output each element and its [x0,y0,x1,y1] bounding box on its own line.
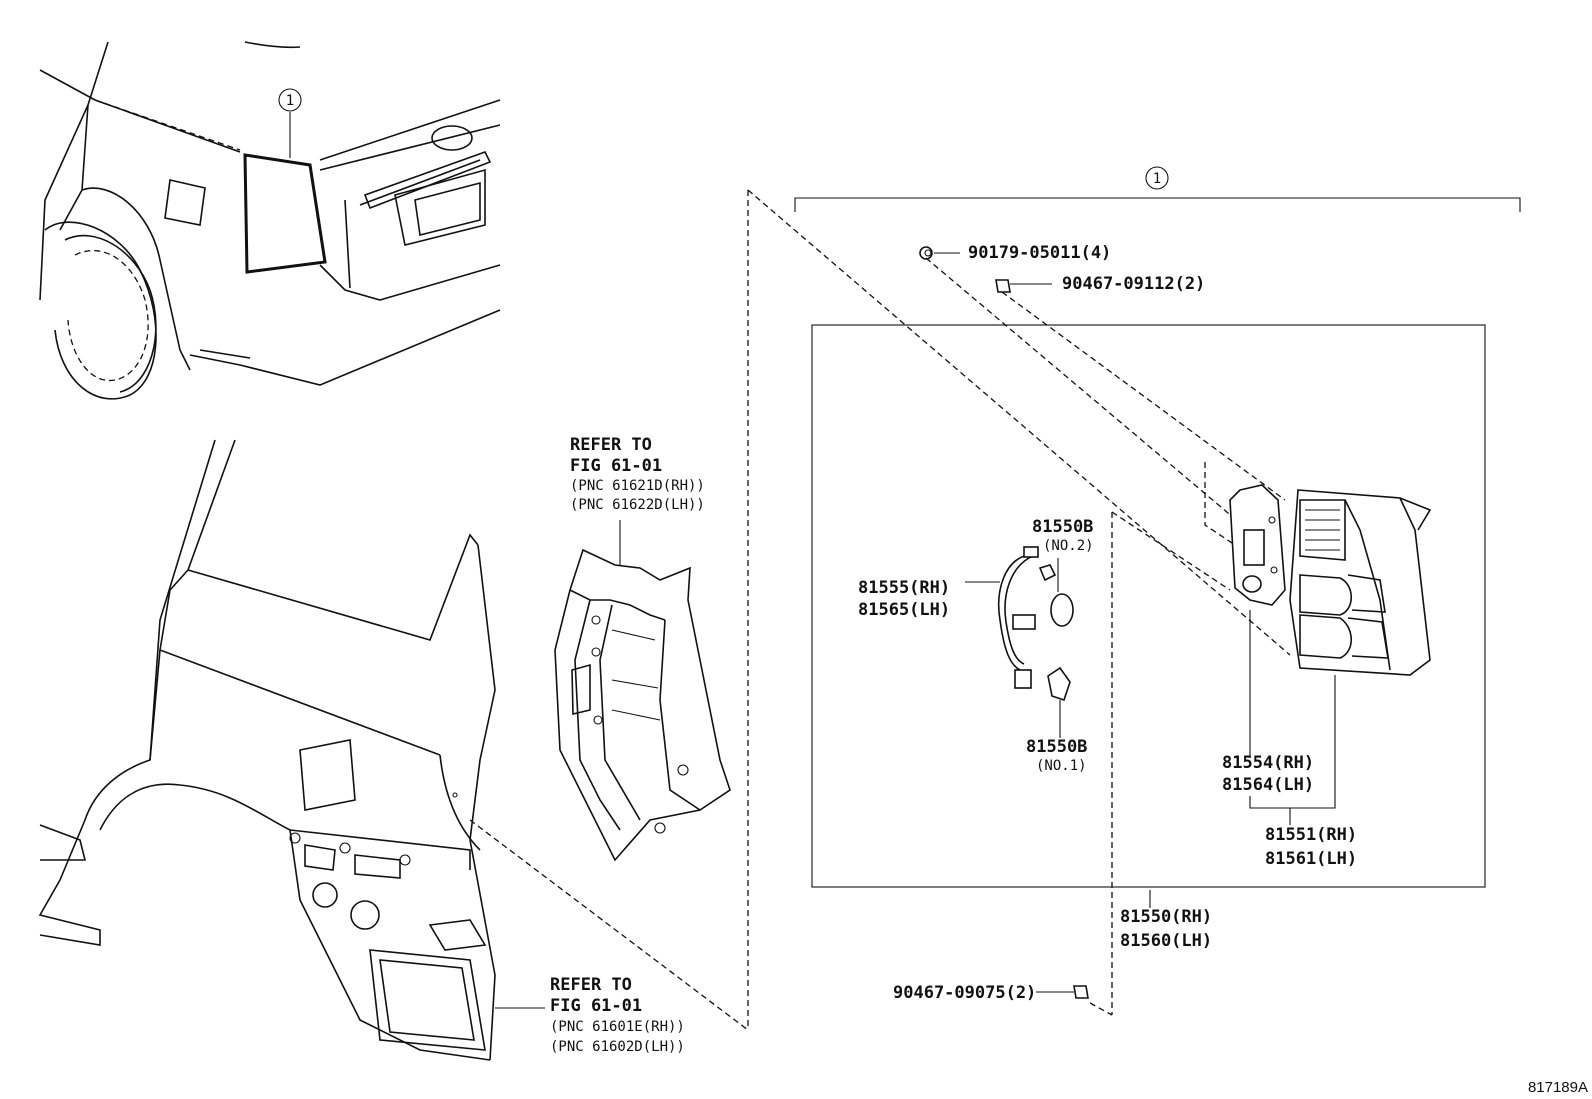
label-screw-90179: 90179-05011(4) [968,243,1111,263]
label-clip-90467-09112: 90467-09112(2) [1062,274,1205,294]
label-socket-lh: 81565(LH) [858,600,950,620]
label-gasket-rh: 81554(RH) [1222,753,1314,773]
label-bulb-no2-note: (NO.2) [1043,538,1094,554]
refer-lower-line1: REFER TO [550,975,632,995]
refer-upper-line4: (PNC 61622D(LH)) [570,497,705,513]
quarter-panel-illustration [38,439,749,1061]
label-socket-rh: 81555(RH) [858,578,950,598]
label-bulb-no2: 81550B [1032,517,1093,537]
refer-upper-line3: (PNC 61621D(RH)) [570,478,705,494]
vehicle-callout-marker: 1 [286,93,294,109]
refer-upper-line1: REFER TO [570,435,652,455]
inner-pillar-illustration [554,190,749,1030]
reference-note-lower: REFER TO FIG 61-01 (PNC 61601E(RH)) (PNC… [550,975,685,1055]
label-bulb-no1-note: (NO.1) [1036,758,1087,774]
vehicle-rear-illustration: 1 [39,41,501,400]
label-lens-lh: 81561(LH) [1265,849,1357,869]
assembly-bracket: 1 [747,166,1521,888]
fasteners [919,246,1286,999]
label-lamp-rh: 81550(RH) [1120,907,1212,927]
refer-lower-line2: FIG 61-01 [550,996,642,1016]
figure-id: 817189A [1528,1079,1588,1096]
refer-lower-line4: (PNC 61602D(LH)) [550,1039,685,1055]
tail-lamp-lens [1149,462,1432,908]
assembly-callout-marker: 1 [1153,171,1161,187]
label-gasket-lh: 81564(LH) [1222,775,1314,795]
refer-lower-line3: (PNC 61601E(RH)) [550,1019,685,1035]
refer-upper-line2: FIG 61-01 [570,456,662,476]
part-labels: 90179-05011(4) 90467-09112(2) 81550B (NO… [858,243,1357,1003]
label-lamp-lh: 81560(LH) [1120,931,1212,951]
label-clip-90467-09075: 90467-09075(2) [893,983,1036,1003]
label-lens-rh: 81551(RH) [1265,825,1357,845]
label-bulb-no1: 81550B [1026,737,1087,757]
reference-note-upper: REFER TO FIG 61-01 (PNC 61621D(RH)) (PNC… [570,435,705,513]
socket-and-bulbs [965,511,1231,1016]
